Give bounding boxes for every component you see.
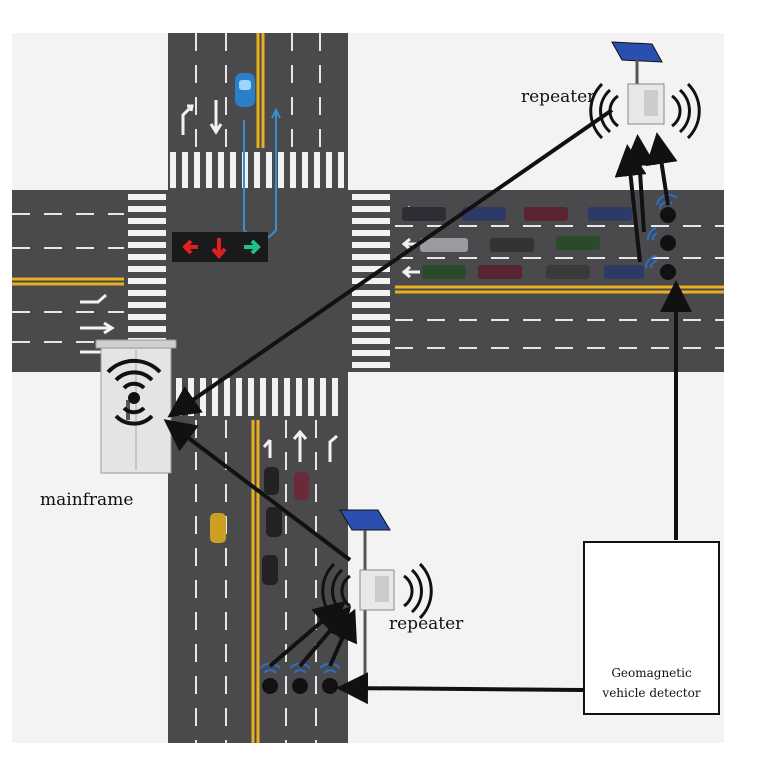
repeater-device-top [627,83,665,125]
cabinet-icon [95,339,177,474]
solar-panel-icon [339,509,391,700]
car-icons-south [210,467,309,585]
wireless-signal-icon [106,358,162,426]
detector-callout-box: Geomagnetic vehicle detector [583,541,720,715]
connection-arrows [163,108,692,705]
detector-caption-line2: vehicle detector [602,686,701,700]
wireless-signal-icon [589,82,701,140]
center-lines [12,33,724,743]
car-icons-east [402,207,644,279]
repeater-device-bottom [359,569,395,611]
car-icon [235,73,255,107]
lane-lines [12,33,724,743]
crosswalk-east [352,194,390,368]
crosswalk-north [170,152,344,188]
sensor-puck-icons-east [660,207,676,280]
repeater-label-top: repeater [521,87,596,107]
repeater-label-bottom: repeater [389,614,464,634]
detector-caption-line1: Geomagnetic [611,666,692,680]
detector-caption: Geomagnetic vehicle detector [585,663,718,703]
sensor-puck-icons-south [262,678,338,694]
traffic-signal-icon [172,232,268,262]
mainframe-label: mainframe [40,490,134,510]
